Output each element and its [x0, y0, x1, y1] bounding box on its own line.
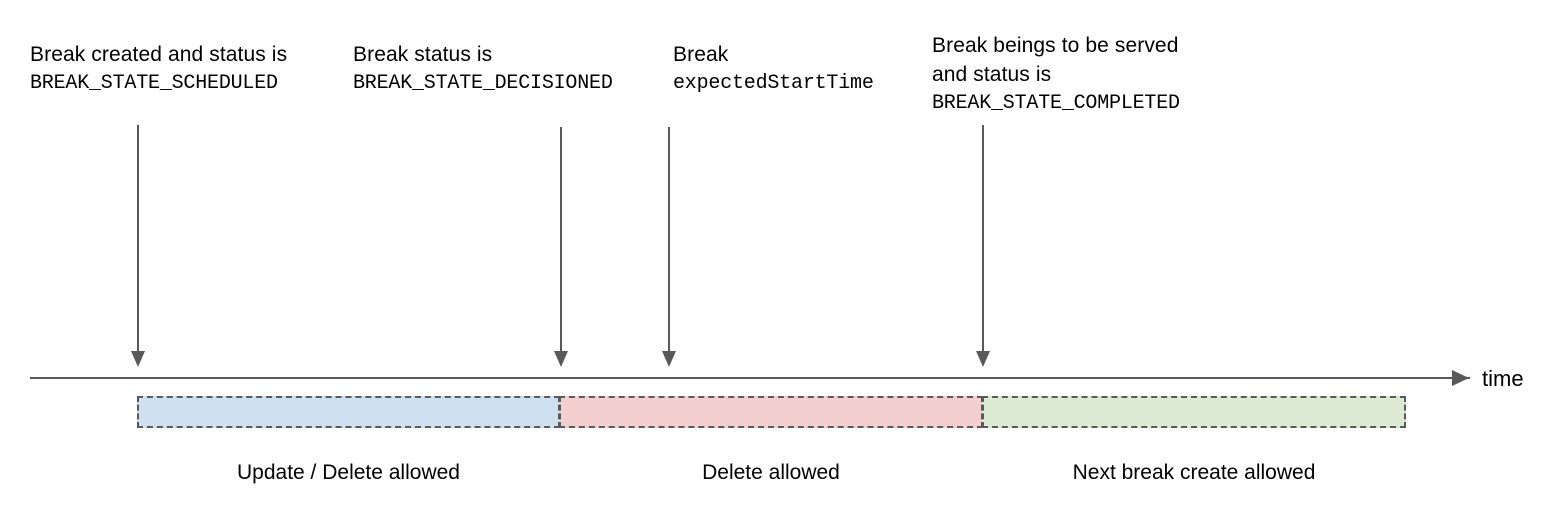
arrow-head-down-icon [131, 351, 145, 367]
arrow-head-down-icon [554, 351, 568, 367]
arrow-stem [982, 125, 984, 351]
annotation-completed: Break beings to be served and status is … [932, 31, 1180, 118]
annotation-line-constant: BREAK_STATE_DECISIONED [353, 72, 613, 95]
phase-bar-delete-only [559, 396, 983, 428]
phase-caption-delete-only: Delete allowed [702, 461, 840, 484]
pointer-arrow-expected-start-time [662, 127, 676, 367]
phase-caption-next-break: Next break create allowed [1072, 461, 1316, 484]
arrow-stem [668, 127, 670, 351]
time-axis-label: time [1482, 366, 1524, 391]
annotation-line-constant: BREAK_STATE_COMPLETED [932, 92, 1180, 115]
pointer-arrow-completed [976, 125, 990, 367]
time-axis-line [30, 377, 1470, 379]
phase-bar-next-break [982, 396, 1406, 428]
arrow-head-down-icon [662, 351, 676, 367]
arrow-stem [137, 125, 139, 351]
annotation-line: Break status is [353, 43, 493, 66]
pointer-arrow-decisioned [554, 127, 568, 367]
arrow-stem [560, 127, 562, 351]
arrow-head-down-icon [976, 351, 990, 367]
phase-caption-update-delete: Update / Delete allowed [237, 461, 460, 484]
annotation-line: Break [673, 43, 729, 66]
pointer-arrow-scheduled [131, 125, 145, 367]
annotation-line-constant: BREAK_STATE_SCHEDULED [30, 72, 278, 95]
annotation-line: Break created and status is [30, 43, 288, 66]
annotation-scheduled: Break created and status is BREAK_STATE_… [30, 40, 287, 98]
annotation-decisioned: Break status is BREAK_STATE_DECISIONED [353, 40, 613, 98]
annotation-line: and status is [932, 63, 1052, 86]
time-axis-arrow-icon [1452, 370, 1469, 386]
annotation-line: Break beings to be served [932, 34, 1179, 57]
annotation-line-constant: expectedStartTime [673, 72, 874, 95]
annotation-expected-start-time: Break expectedStartTime [673, 40, 874, 98]
phase-bar-update-delete [137, 396, 560, 428]
